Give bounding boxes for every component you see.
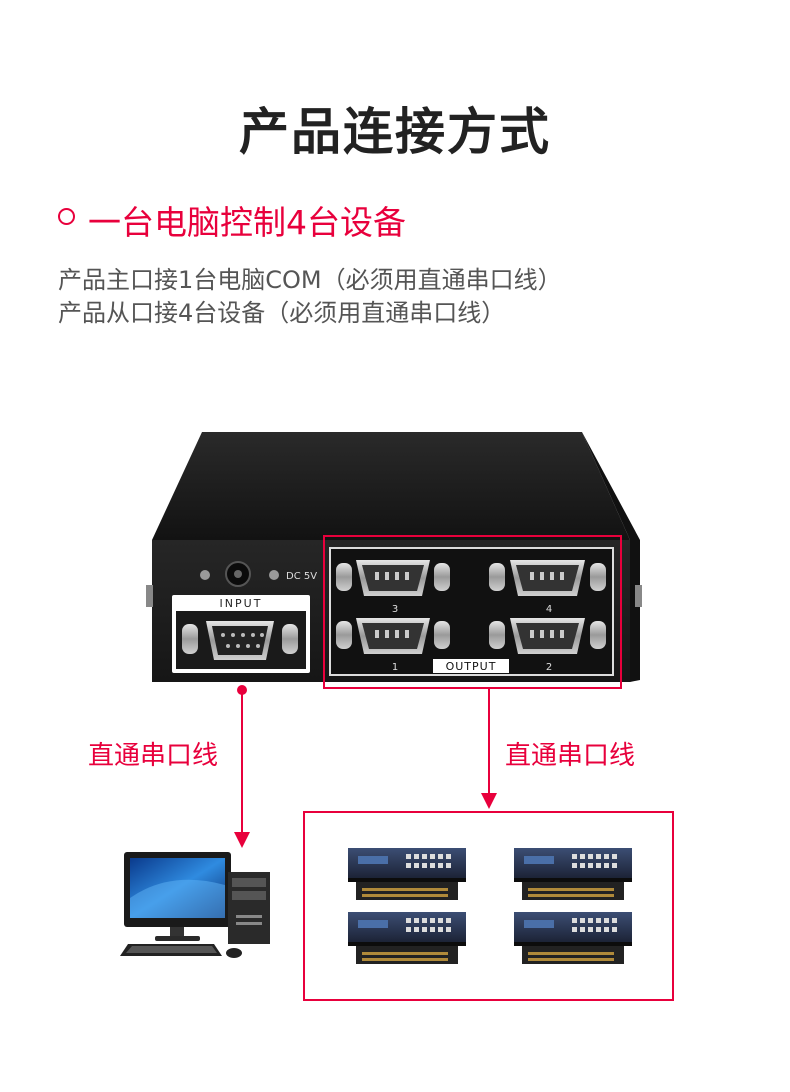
description-line-2: 产品从口接4台设备（必须用直通串口线） (58, 299, 506, 327)
rack-equipment-icon (348, 848, 466, 900)
screw-icon (200, 570, 210, 580)
output-port-2[interactable] (489, 618, 606, 654)
right-cable-arrow (481, 688, 497, 809)
right-cable-label: 直通串口线 (505, 741, 636, 771)
rack-equipment-icon (514, 848, 632, 900)
output-port-4[interactable] (489, 560, 606, 596)
description-line-1: 产品主口接1台电脑COM（必须用直通串口线） (58, 266, 562, 294)
output-label: OUTPUT (446, 660, 497, 673)
output-highlight-box (323, 535, 622, 689)
equipment-highlight-box (303, 811, 674, 1001)
port-number-1: 1 (392, 662, 398, 673)
bullet-ring-icon (58, 208, 75, 225)
rack-equipment-icon (514, 912, 632, 964)
port-number-4: 4 (546, 604, 552, 615)
output-port-3[interactable] (336, 560, 450, 596)
page-title: 产品连接方式 (239, 103, 551, 161)
section-subtitle: 一台电脑控制4台设备 (88, 203, 406, 242)
input-label: INPUT (220, 597, 263, 610)
dc-label: DC 5V (286, 571, 317, 582)
left-cable-arrow (234, 685, 250, 848)
desktop-computer-icon (120, 852, 270, 958)
right-bracket (635, 585, 642, 607)
port-number-3: 3 (392, 604, 398, 615)
left-cable-label: 直通串口线 (88, 741, 219, 771)
input-port[interactable]: INPUT (172, 595, 310, 673)
left-bracket (146, 585, 153, 607)
output-port-1[interactable] (336, 618, 450, 654)
screw-icon (269, 570, 279, 580)
serial-switch-device: DC 5V INPUT OUTPUT 3 (146, 432, 642, 682)
rack-equipment-icon (348, 912, 466, 964)
port-number-2: 2 (546, 662, 552, 673)
